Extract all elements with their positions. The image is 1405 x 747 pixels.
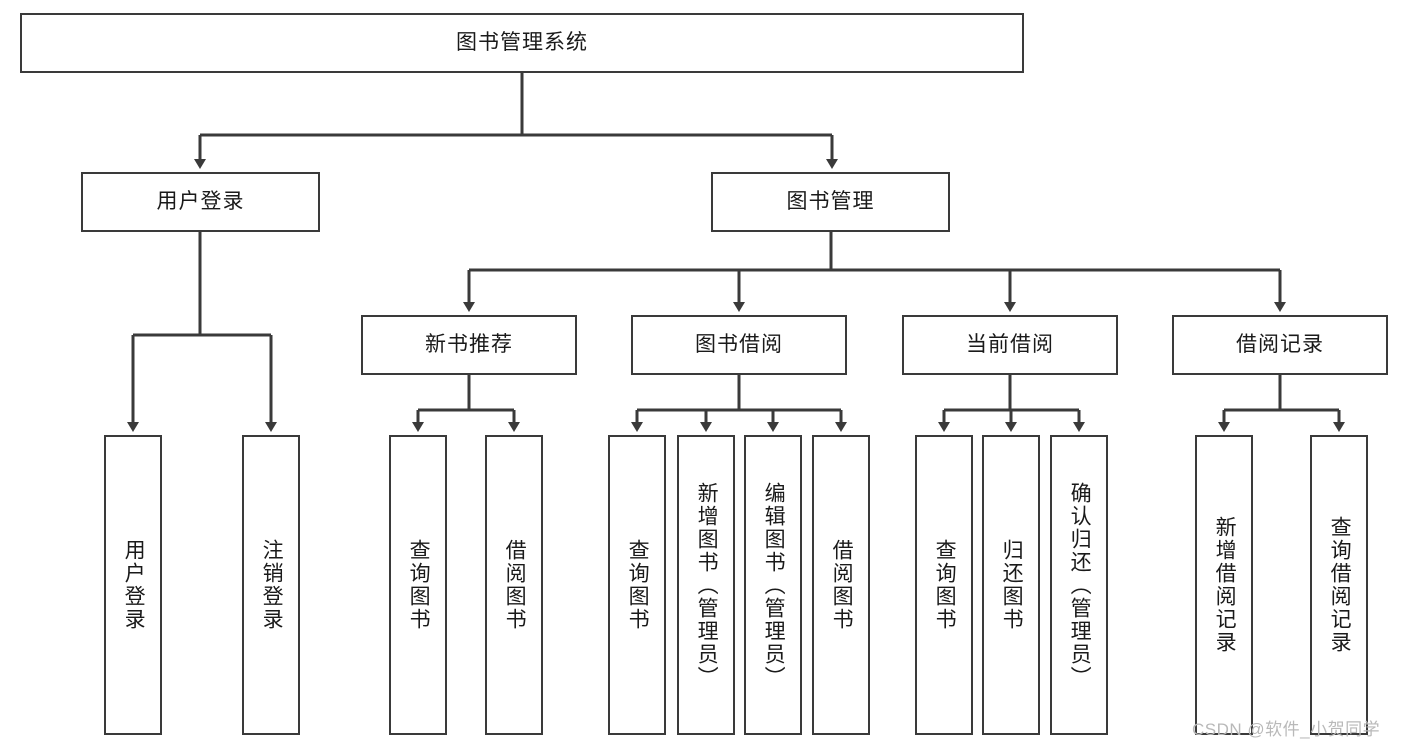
leaf-book-borrow-2[interactable]: 新增图书（管理员）	[677, 435, 735, 735]
leaf-book-borrow-1[interactable]: 查询图书	[608, 435, 666, 735]
node-label: 确认归还（管理员）	[1068, 481, 1092, 689]
leaf-borrow-record-2[interactable]: 查询借阅记录	[1310, 435, 1368, 735]
csdn-watermark: CSDN @软件_小贺同学	[1192, 720, 1381, 739]
node-book-management[interactable]: 图书管理	[711, 172, 950, 232]
node-label: 查询图书	[626, 539, 650, 631]
leaf-current-borrow-3[interactable]: 确认归还（管理员）	[1050, 435, 1108, 735]
node-label: 图书管理系统	[456, 31, 588, 55]
node-root-book-management-system[interactable]: 图书管理系统	[20, 13, 1024, 73]
node-label: 查询图书	[933, 539, 957, 631]
node-label: 借阅图书	[830, 539, 854, 631]
node-label: 新书推荐	[425, 333, 513, 357]
node-label: 归还图书	[1000, 539, 1024, 631]
node-label: 注销登录	[260, 539, 284, 631]
node-label: 新增图书（管理员）	[695, 481, 719, 689]
leaf-user-login-2[interactable]: 注销登录	[242, 435, 300, 735]
leaf-borrow-record-1[interactable]: 新增借阅记录	[1195, 435, 1253, 735]
node-label: 查询图书	[407, 539, 431, 631]
leaf-user-login-1[interactable]: 用户登录	[104, 435, 162, 735]
leaf-current-borrow-2[interactable]: 归还图书	[982, 435, 1040, 735]
node-book-borrow[interactable]: 图书借阅	[631, 315, 847, 375]
node-label: 查询借阅记录	[1328, 516, 1352, 654]
node-user-login[interactable]: 用户登录	[81, 172, 320, 232]
node-label: 用户登录	[156, 190, 245, 214]
node-label: 图书借阅	[695, 333, 783, 357]
leaf-new-book-rec-2[interactable]: 借阅图书	[485, 435, 543, 735]
leaf-book-borrow-4[interactable]: 借阅图书	[812, 435, 870, 735]
node-label: 新增借阅记录	[1213, 516, 1237, 654]
leaf-current-borrow-1[interactable]: 查询图书	[915, 435, 973, 735]
node-borrow-record[interactable]: 借阅记录	[1172, 315, 1388, 375]
node-current-borrow[interactable]: 当前借阅	[902, 315, 1118, 375]
node-new-book-recommendation[interactable]: 新书推荐	[361, 315, 577, 375]
node-label: 用户登录	[122, 539, 146, 631]
leaf-book-borrow-3[interactable]: 编辑图书（管理员）	[744, 435, 802, 735]
node-label: 当前借阅	[966, 333, 1054, 357]
node-label: 借阅图书	[503, 539, 527, 631]
node-label: 借阅记录	[1236, 333, 1324, 357]
node-label: 编辑图书（管理员）	[762, 481, 786, 689]
node-label: 图书管理	[786, 190, 875, 214]
leaf-new-book-rec-1[interactable]: 查询图书	[389, 435, 447, 735]
